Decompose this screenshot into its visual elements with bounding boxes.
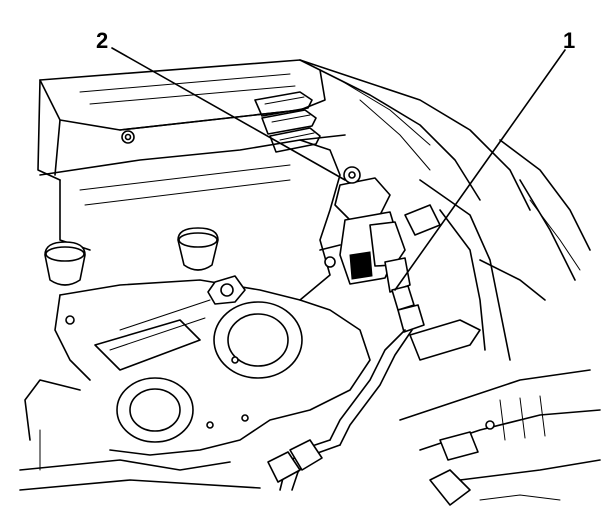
callout-label-2: 2 [96,28,109,53]
leader-line-2 [111,47,346,181]
sensor-assembly [319,166,441,333]
throttle-body [54,279,371,456]
vacuum-caps [44,227,219,286]
mounting-bolt [207,275,246,305]
injector-lines [254,91,321,153]
lower-right-parts [399,319,601,506]
callout-label-1: 1 [563,28,576,53]
lower-bracket [19,315,261,491]
intake-manifold [39,134,346,301]
engine-cover [37,59,326,181]
wiring-harness [267,329,413,491]
callout-leaders [111,47,566,291]
fender-structure [299,59,591,361]
leader-line-1 [394,49,566,291]
